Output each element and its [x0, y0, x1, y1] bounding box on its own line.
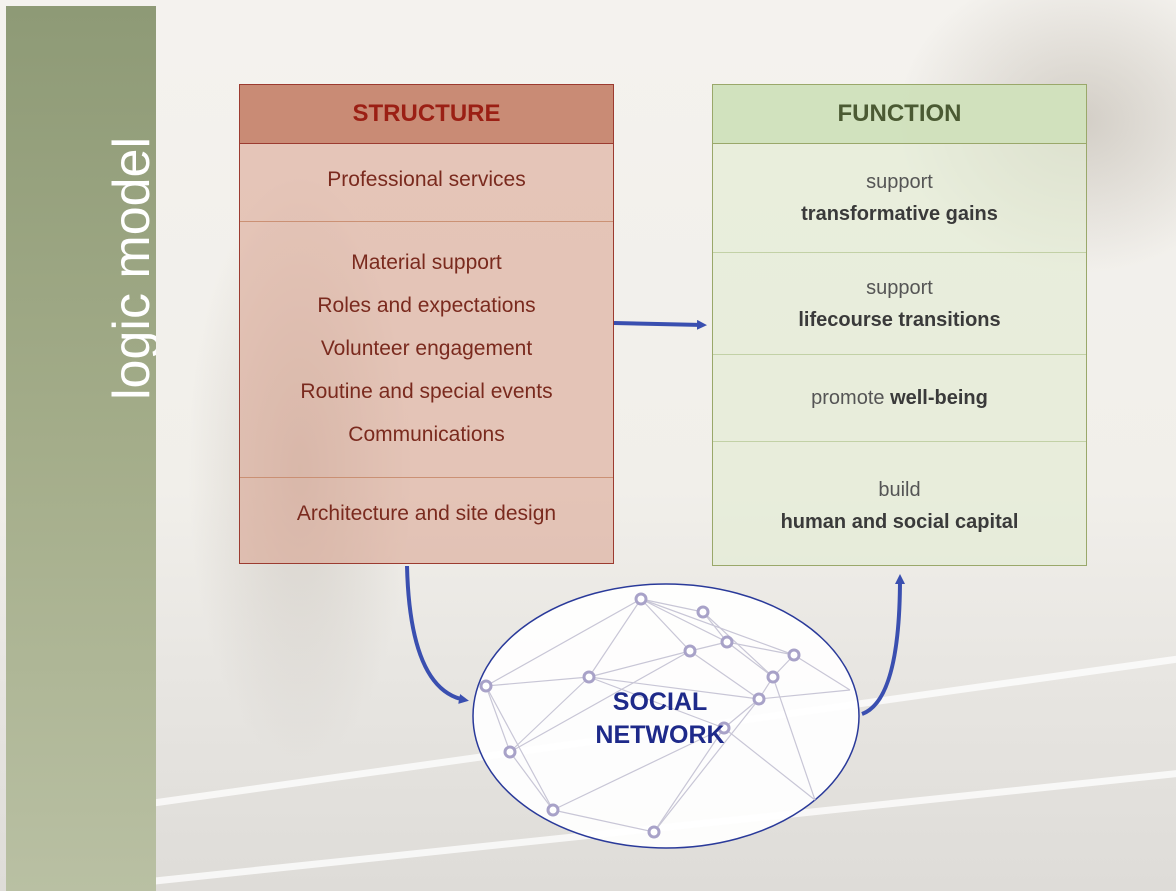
structure-item: Professional services	[327, 168, 526, 191]
structure-item: Volunteer engagement	[320, 337, 533, 360]
arrow-structure-to-network	[405, 565, 469, 704]
structure-section-2: Material support Roles and expectations …	[240, 222, 613, 478]
function-line: support	[866, 276, 933, 299]
function-line-bold: transformative gains	[801, 203, 998, 225]
network-node	[717, 721, 731, 735]
network-node	[752, 692, 766, 706]
network-node	[647, 825, 661, 839]
function-section-3: promote well-being	[713, 355, 1086, 442]
function-section-2: support lifecourse transitions	[713, 253, 1086, 355]
structure-box: STRUCTURE Professional services Material…	[239, 84, 614, 564]
function-line: support	[866, 171, 933, 193]
network-node	[720, 635, 734, 649]
function-line: promote well-being	[713, 382, 1086, 414]
network-node	[683, 644, 697, 658]
structure-heading: STRUCTURE	[240, 85, 613, 144]
arrow-network-to-function	[861, 574, 905, 716]
function-section-4: build human and social capital	[713, 442, 1086, 569]
network-node	[696, 605, 710, 619]
network-node	[787, 648, 801, 662]
structure-item: Communications	[348, 423, 505, 446]
social-network-label-line2: NETWORK	[595, 721, 725, 749]
function-line-bold: human and social capital	[780, 510, 1019, 533]
network-edges	[485, 598, 851, 833]
network-node	[503, 745, 517, 759]
function-line-bold: well-being	[890, 387, 988, 409]
structure-item: Roles and expectations	[317, 294, 536, 317]
network-node	[634, 592, 648, 606]
function-section-1: support transformative gains	[713, 144, 1086, 253]
social-network-label-line1: SOCIAL	[612, 688, 708, 716]
structure-section-3: Architecture and site design	[240, 478, 613, 558]
function-box: FUNCTION support transformative gains su…	[712, 84, 1087, 566]
sidebar: measure logic model	[6, 6, 156, 891]
function-prefix: promote	[811, 387, 891, 409]
function-heading: FUNCTION	[713, 85, 1086, 144]
function-line-bold: lifecourse transitions	[798, 308, 1001, 331]
function-line: build	[878, 478, 921, 501]
social-network-ellipse	[472, 583, 860, 849]
network-nodes	[479, 592, 801, 839]
structure-section-1: Professional services	[240, 144, 613, 222]
network-node	[479, 679, 493, 693]
structure-item: Architecture and site design	[296, 502, 557, 525]
structure-item: Routine and special events	[300, 380, 553, 403]
structure-item: Material support	[351, 251, 502, 274]
network-node	[766, 670, 780, 684]
network-node	[582, 670, 596, 684]
social-network-label: SOCIAL NETWORK	[560, 686, 760, 752]
arrow-structure-to-function	[613, 319, 707, 330]
network-node	[546, 803, 560, 817]
